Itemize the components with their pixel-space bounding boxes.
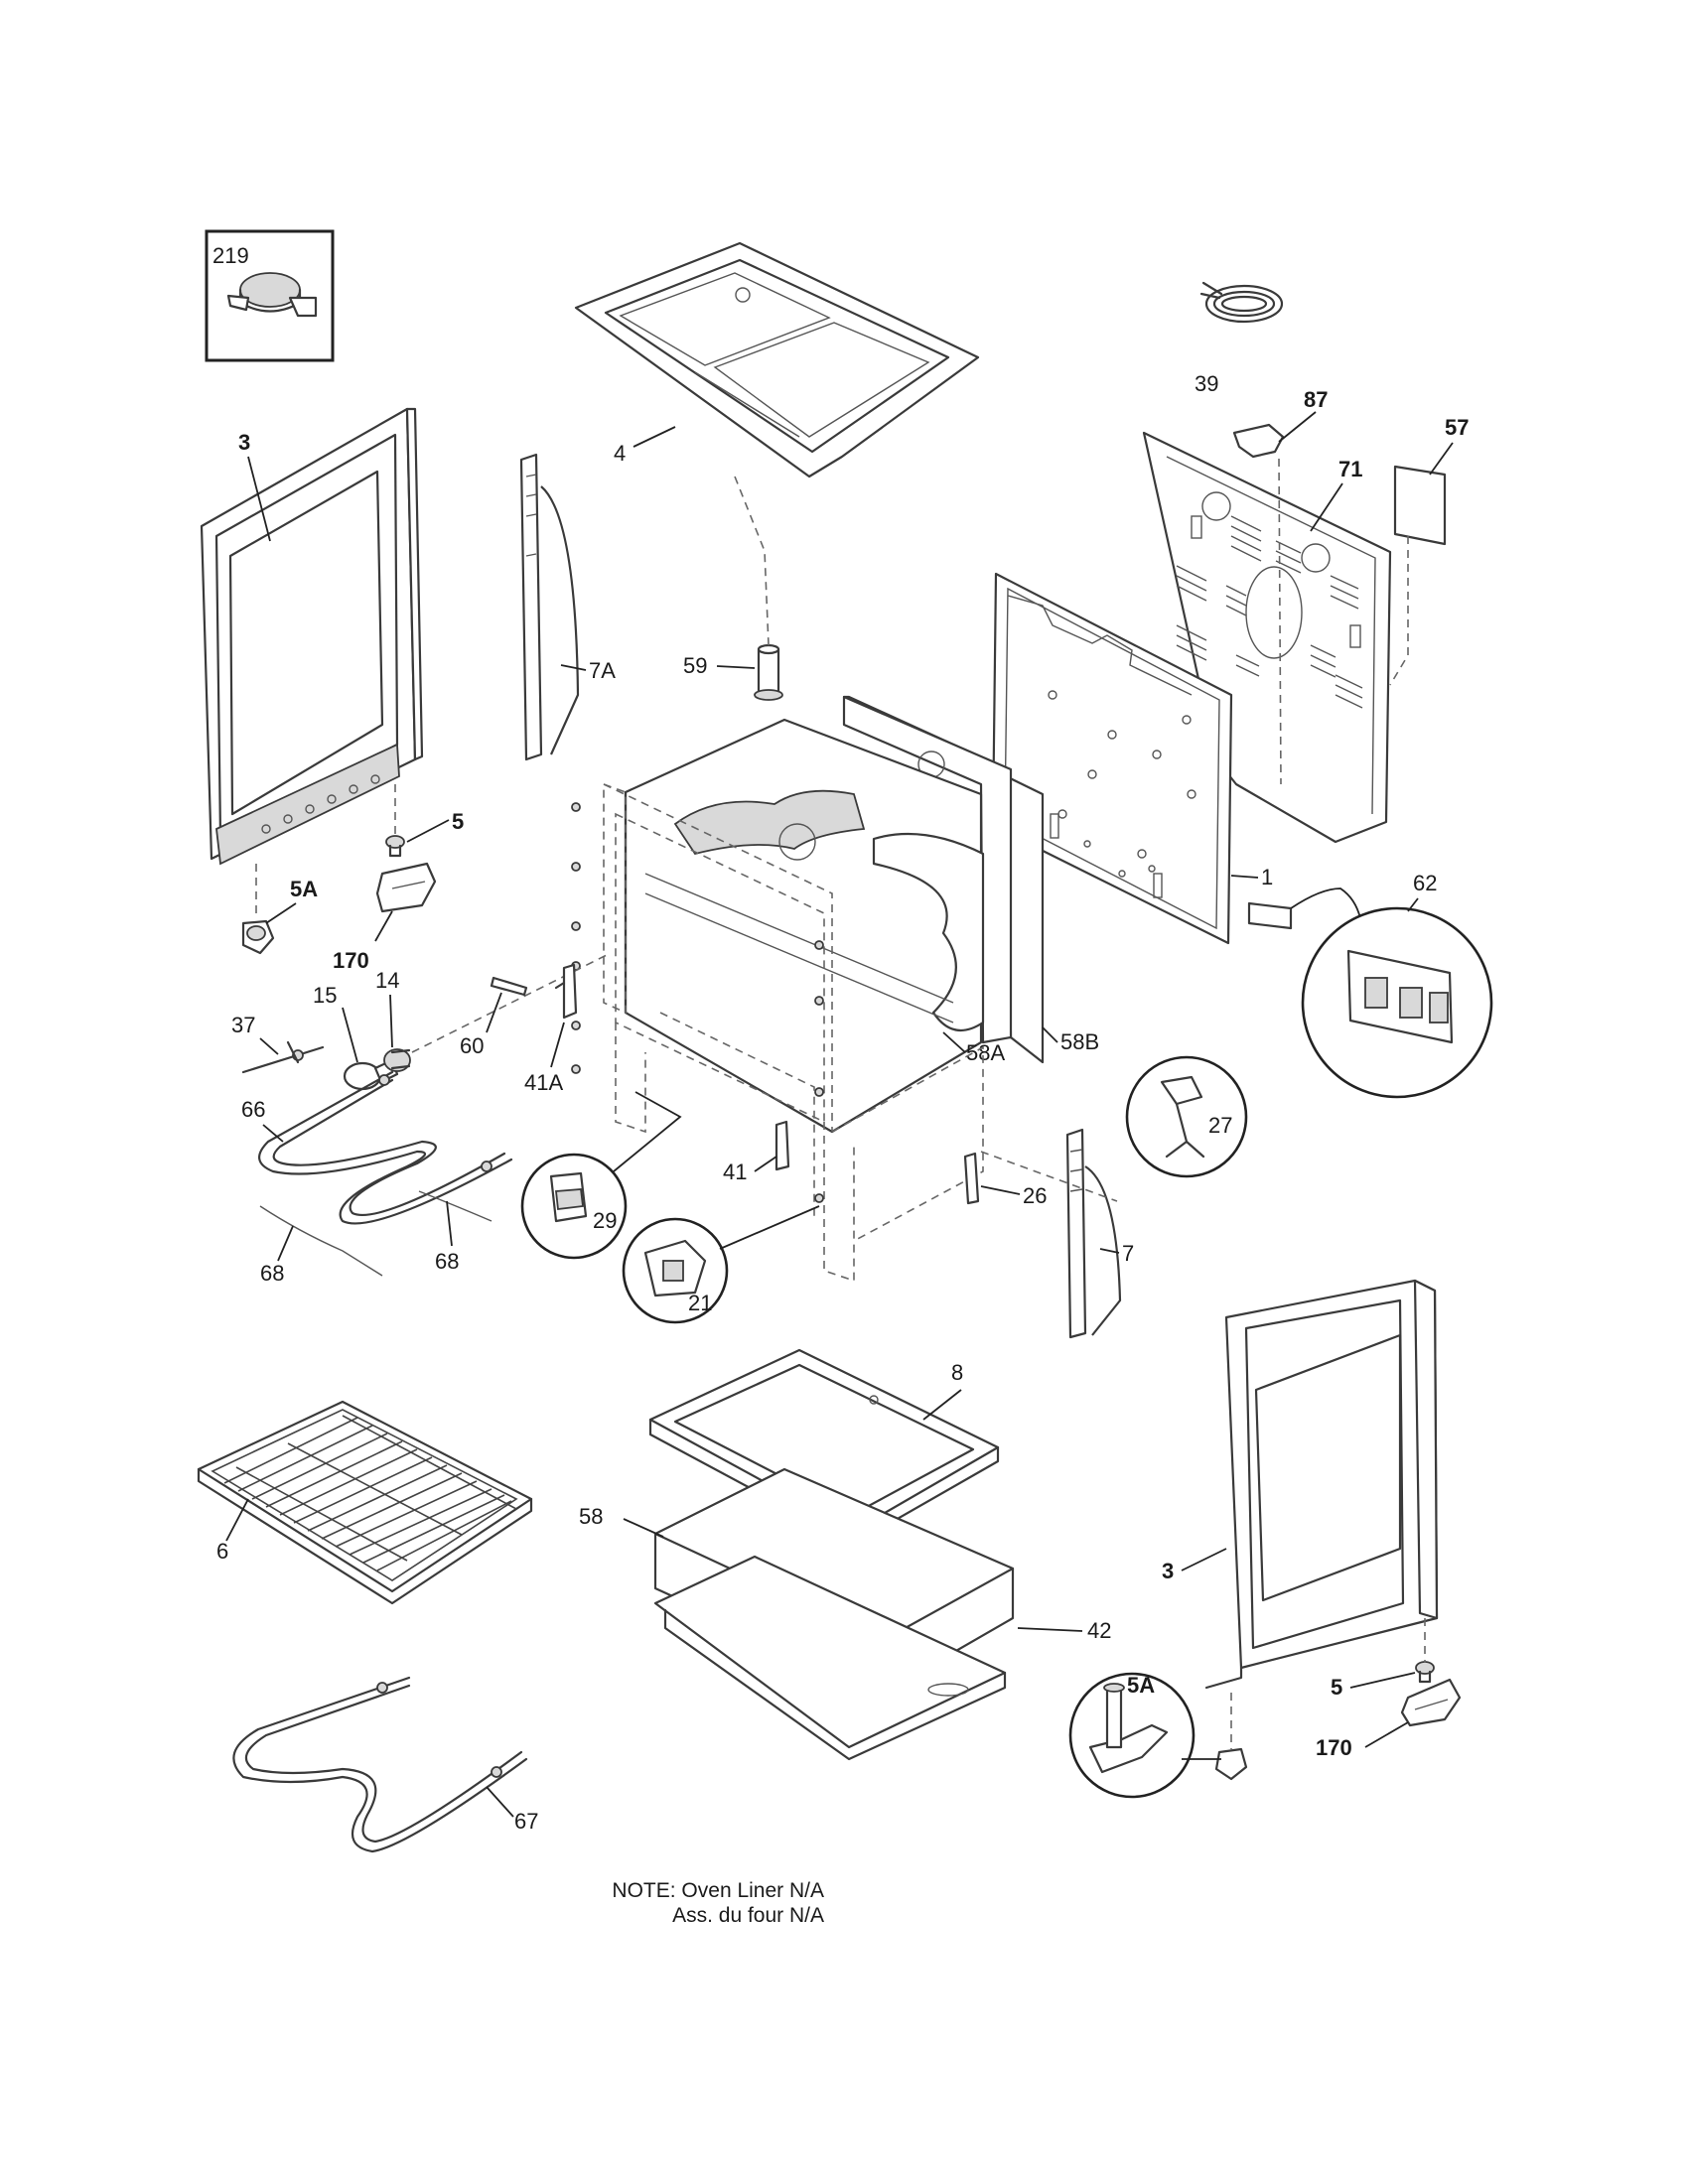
- label-7: 7: [1122, 1241, 1134, 1266]
- part-62-terminal-block[interactable]: [1247, 887, 1493, 1099]
- label-41A: 41A: [524, 1070, 563, 1095]
- part-41-bracket[interactable]: [774, 1120, 790, 1171]
- label-21: 21: [688, 1291, 712, 1315]
- label-87: 87: [1304, 387, 1328, 412]
- label-58A: 58A: [966, 1040, 1005, 1065]
- part-3-door-right[interactable]: [1204, 1279, 1439, 1690]
- label-41: 41: [723, 1160, 747, 1184]
- label-29: 29: [593, 1208, 617, 1233]
- part-170-hinge-receiver-right[interactable]: [1400, 1678, 1462, 1727]
- part-41A-bracket[interactable]: [554, 963, 578, 1020]
- part-59-fitting[interactable]: [754, 643, 783, 701]
- label-5-right: 5: [1331, 1675, 1342, 1700]
- note-line-2: Ass. du four N/A: [672, 1904, 824, 1927]
- part-39-wire-harness[interactable]: [1199, 281, 1284, 324]
- part-7-rack-support[interactable]: [1065, 1128, 1122, 1339]
- label-5A-right: 5A: [1127, 1673, 1155, 1698]
- part-6-oven-rack[interactable]: [197, 1400, 533, 1605]
- oven-front-frame-outline: [603, 782, 984, 1283]
- part-26-guide[interactable]: [963, 1152, 980, 1205]
- part-71-rear-panel[interactable]: [1142, 431, 1392, 844]
- part-87-bracket[interactable]: [1232, 423, 1285, 459]
- label-71: 71: [1338, 457, 1362, 481]
- label-4: 4: [614, 441, 626, 466]
- part-3-door-left[interactable]: [200, 407, 424, 866]
- part-5-screw-left[interactable]: [385, 835, 405, 858]
- label-15: 15: [313, 983, 337, 1008]
- part-7A-rack-support[interactable]: [519, 453, 580, 761]
- part-5-screw-right[interactable]: [1415, 1661, 1435, 1684]
- part-42-bottom-panel[interactable]: [653, 1555, 1007, 1761]
- label-5A-left: 5A: [290, 877, 318, 901]
- label-66: 66: [241, 1097, 265, 1122]
- label-8: 8: [951, 1360, 963, 1385]
- label-170-left: 170: [333, 948, 369, 973]
- label-7A: 7A: [589, 658, 616, 683]
- label-27: 27: [1208, 1113, 1232, 1138]
- label-67: 67: [514, 1809, 538, 1834]
- part-37-sensor[interactable]: [241, 1040, 325, 1074]
- label-3-left: 3: [238, 430, 250, 455]
- part-170-hinge-receiver-left[interactable]: [375, 862, 437, 913]
- label-14: 14: [375, 968, 399, 993]
- label-60: 60: [460, 1033, 484, 1058]
- label-39: 39: [1195, 371, 1218, 396]
- label-58: 58: [579, 1504, 603, 1529]
- part-29-clip-callout[interactable]: [520, 1153, 628, 1260]
- part-4-top-panel[interactable]: [574, 241, 980, 478]
- label-68-right: 68: [435, 1249, 459, 1274]
- label-42: 42: [1087, 1618, 1111, 1643]
- label-37: 37: [231, 1013, 255, 1037]
- label-3-right: 3: [1162, 1559, 1174, 1583]
- part-oven-cavity[interactable]: [624, 718, 985, 1134]
- label-170-right: 170: [1316, 1735, 1352, 1760]
- label-62: 62: [1413, 871, 1437, 895]
- label-26: 26: [1023, 1183, 1047, 1208]
- part-14-light-socket[interactable]: [383, 1048, 411, 1072]
- part-57-cover-plate[interactable]: [1393, 465, 1447, 546]
- label-6: 6: [216, 1539, 228, 1564]
- diagram-note: NOTE: Oven Liner N/A Ass. du four N/A: [596, 1878, 824, 1928]
- label-58B: 58B: [1060, 1029, 1099, 1054]
- label-68-left: 68: [260, 1261, 284, 1286]
- part-21-bracket-callout[interactable]: [622, 1217, 729, 1324]
- part-1-back-frame[interactable]: [991, 572, 1233, 945]
- part-5A-hinge-left[interactable]: [241, 919, 275, 955]
- part-27-clip-callout[interactable]: [1125, 1055, 1248, 1178]
- label-219: 219: [212, 243, 249, 268]
- part-58B-insulation-panel[interactable]: [842, 695, 1045, 1064]
- part-5A-hinge-right[interactable]: [1068, 1672, 1248, 1799]
- label-1: 1: [1261, 865, 1273, 889]
- note-line-1: NOTE: Oven Liner N/A: [612, 1879, 824, 1902]
- label-5-left: 5: [452, 809, 464, 834]
- part-60-clip[interactable]: [490, 976, 528, 997]
- part-66-heating-element[interactable]: [258, 1070, 513, 1225]
- part-219-inset[interactable]: 219: [205, 229, 335, 362]
- label-57: 57: [1445, 415, 1469, 440]
- part-67-bake-element[interactable]: [232, 1676, 528, 1853]
- label-59: 59: [683, 653, 707, 678]
